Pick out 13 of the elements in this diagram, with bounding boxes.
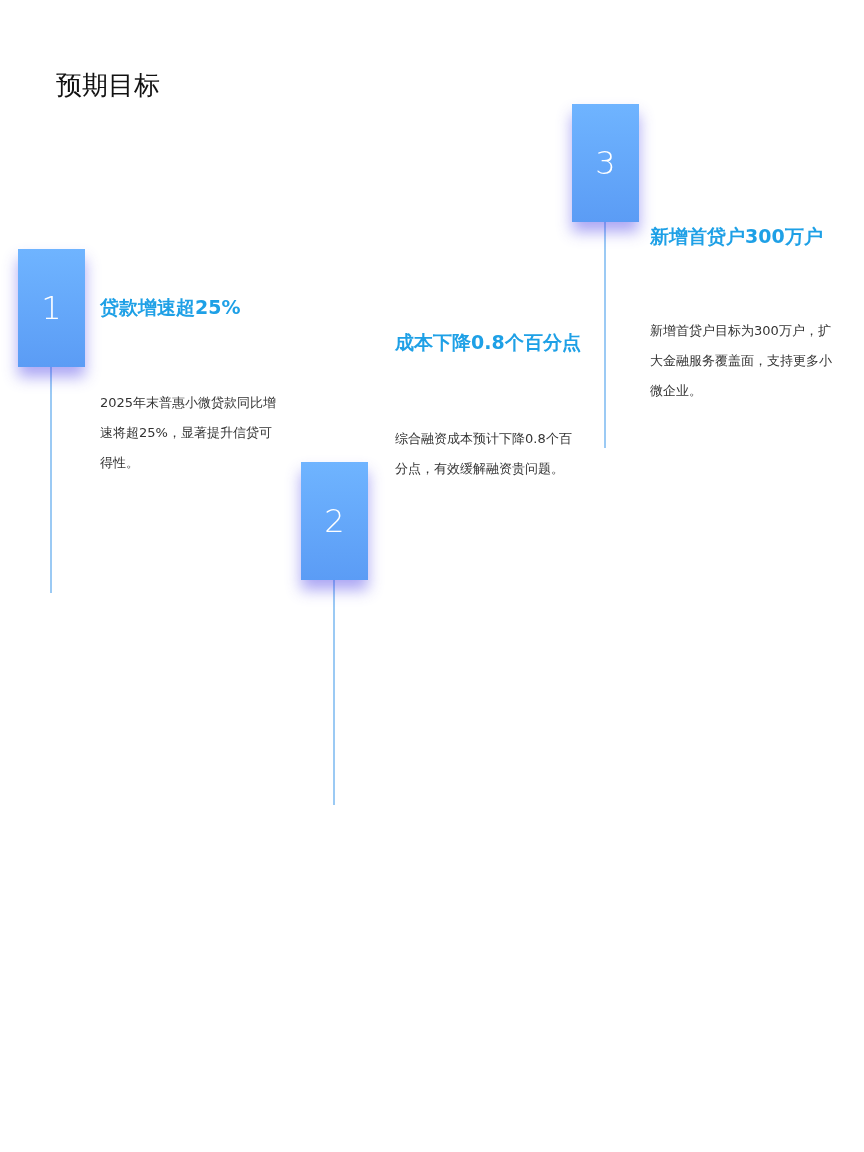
- step-number: 1: [41, 288, 62, 329]
- step-heading: 贷款增速超25%: [100, 295, 241, 320]
- number-box: [301, 462, 368, 580]
- page-title: 预期目标: [56, 69, 160, 102]
- step-heading: 新增首贷户300万户: [650, 224, 823, 249]
- step-number: 3: [595, 143, 616, 184]
- number-box: [18, 249, 85, 367]
- step-description: 综合融资成本预计下降0.8个百分点，有效缓解融资贵问题。: [395, 430, 573, 478]
- step-description: 2025年末普惠小微贷款同比增速将超25%，显著提升信贷可得性。: [100, 394, 278, 472]
- step-heading: 成本下降0.8个百分点: [395, 330, 581, 355]
- step-description: 新增首贷户目标为300万户，扩大金融服务覆盖面，支持更多小微企业。: [650, 322, 832, 400]
- number-box: [572, 104, 639, 222]
- step-number: 2: [324, 501, 345, 542]
